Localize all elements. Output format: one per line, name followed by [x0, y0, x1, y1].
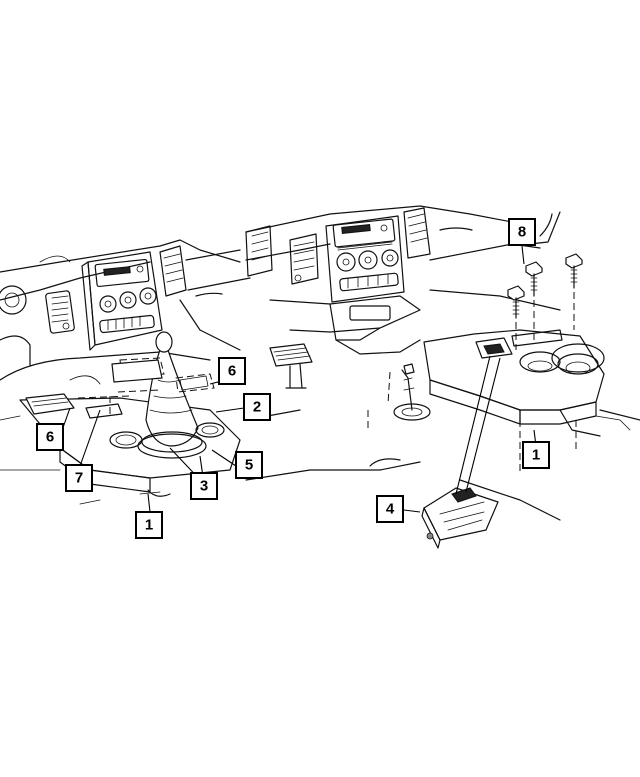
callout-2: 2	[243, 393, 271, 421]
leader-7	[79, 409, 101, 467]
leader-4	[403, 509, 421, 513]
leader-2	[215, 407, 245, 413]
callout-6-left-label: 6	[46, 429, 54, 446]
left-view-manual-shift-console	[0, 239, 251, 505]
right-view-floor-console	[245, 205, 640, 549]
callout-4-label: 4	[386, 501, 395, 518]
callout-5: 5	[235, 451, 263, 479]
callout-1-right-label: 1	[532, 447, 540, 464]
callout-6-right-label: 6	[228, 363, 236, 380]
leader-5	[211, 449, 237, 467]
bolt-3	[565, 253, 583, 289]
callout-3-label: 3	[200, 478, 208, 495]
switch-module	[421, 487, 499, 549]
leader-8	[521, 245, 525, 265]
callout-8-label: 8	[518, 224, 526, 241]
callout-5-label: 5	[245, 457, 253, 474]
callout-2-label: 2	[253, 399, 261, 416]
callout-7: 7	[65, 464, 93, 492]
leader-1a	[147, 493, 151, 513]
bolt-2	[525, 261, 543, 297]
callout-1-right: 1	[522, 441, 550, 469]
callout-8: 8	[508, 218, 536, 246]
callout-7-label: 7	[75, 470, 83, 487]
callout-6-left: 6	[36, 423, 64, 451]
callout-1-left: 1	[135, 511, 163, 539]
callout-1-left-label: 1	[145, 517, 153, 534]
callout-3: 3	[190, 472, 218, 500]
bolt-1	[507, 285, 525, 319]
callout-4: 4	[376, 495, 404, 523]
callout-6-right: 6	[218, 357, 246, 385]
